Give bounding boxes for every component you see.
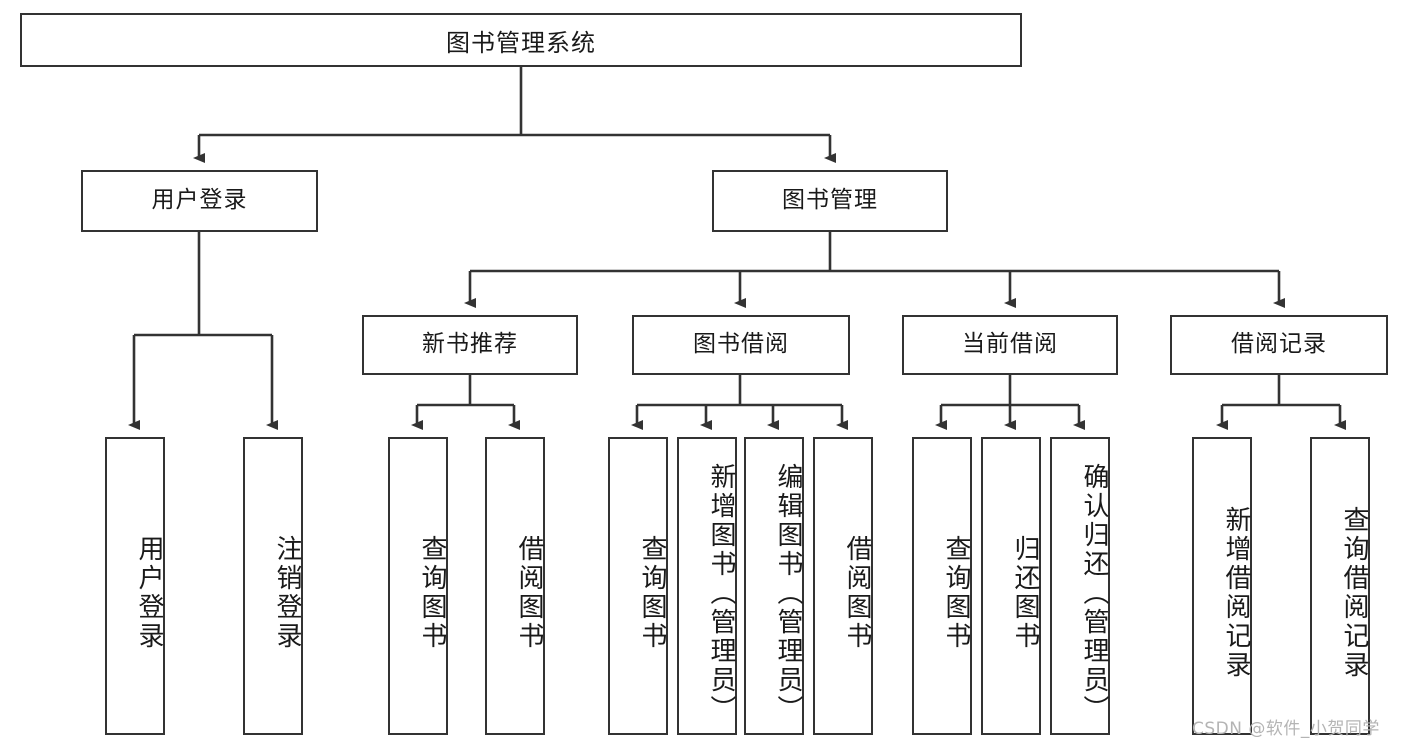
node-borrow-record-label: 借阅记录 [1231,331,1327,358]
leaf-logout-label: 注销登录 [272,535,302,651]
node-new-book-recommend-label: 新书推荐 [422,331,518,358]
node-user-login[interactable]: 用户登录 [81,170,318,232]
leaf-record-query[interactable]: 查询借阅记录 [1310,437,1370,735]
leaf-borrow-edit-book-label: 编辑图书（管理员） [773,462,803,724]
leaf-record-query-label: 查询借阅记录 [1339,506,1369,680]
leaf-borrow-add-book-label: 新增图书（管理员） [706,462,736,724]
leaf-logout[interactable]: 注销登录 [243,437,303,735]
leaf-current-query-book[interactable]: 查询图书 [912,437,972,735]
leaf-recommend-query-book[interactable]: 查询图书 [388,437,448,735]
leaf-borrow-query-book-label: 查询图书 [637,535,667,651]
leaf-borrow-add-book[interactable]: 新增图书（管理员） [677,437,737,735]
node-book-borrow[interactable]: 图书借阅 [632,315,850,375]
node-root-system[interactable]: 图书管理系统 [20,13,1022,67]
node-borrow-record[interactable]: 借阅记录 [1170,315,1388,375]
leaf-current-query-book-label: 查询图书 [941,535,971,651]
node-root-label: 图书管理系统 [446,28,596,57]
leaf-borrow-query-book[interactable]: 查询图书 [608,437,668,735]
node-current-borrow[interactable]: 当前借阅 [902,315,1118,375]
leaf-user-login-label: 用户登录 [134,535,164,651]
leaf-current-return-book[interactable]: 归还图书 [981,437,1041,735]
leaf-recommend-borrow-book[interactable]: 借阅图书 [485,437,545,735]
leaf-recommend-query-book-label: 查询图书 [417,535,447,651]
leaf-user-login[interactable]: 用户登录 [105,437,165,735]
leaf-current-return-book-label: 归还图书 [1010,535,1040,651]
leaf-record-add-label: 新增借阅记录 [1221,506,1251,680]
leaf-borrow-edit-book[interactable]: 编辑图书（管理员） [744,437,804,735]
node-current-borrow-label: 当前借阅 [962,331,1058,358]
leaf-borrow-borrow-book[interactable]: 借阅图书 [813,437,873,735]
node-user-login-label: 用户登录 [151,187,248,214]
node-book-management[interactable]: 图书管理 [712,170,948,232]
node-book-management-label: 图书管理 [782,187,878,214]
leaf-borrow-borrow-book-label: 借阅图书 [842,535,872,651]
leaf-current-confirm-return-label: 确认归还（管理员） [1079,462,1109,724]
leaf-record-add[interactable]: 新增借阅记录 [1192,437,1252,735]
leaf-current-confirm-return[interactable]: 确认归还（管理员） [1050,437,1110,735]
node-new-book-recommend[interactable]: 新书推荐 [362,315,578,375]
csdn-watermark: CSDN @软件_小贺同学 [1192,719,1380,739]
leaf-recommend-borrow-book-label: 借阅图书 [514,535,544,651]
node-book-borrow-label: 图书借阅 [693,331,789,358]
